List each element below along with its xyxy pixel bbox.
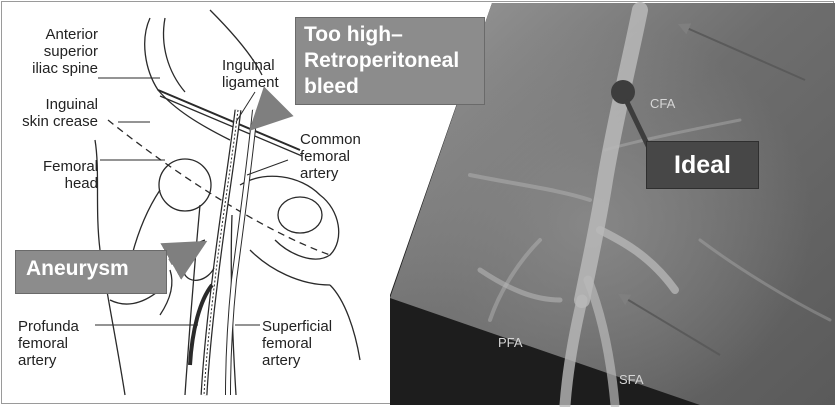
label-common-femoral-artery: Common femoral artery xyxy=(300,131,380,182)
label-femoral-head: Femoral head xyxy=(20,158,98,192)
label-inguinal-ligament: Inguinal ligament xyxy=(222,57,302,91)
xray-label-sfa: SFA xyxy=(619,372,644,387)
callout-ideal: Ideal xyxy=(646,141,759,189)
label-profunda-femoral-artery: Profunda femoral artery xyxy=(18,318,98,369)
callout-aneurysm: Aneurysm xyxy=(15,250,167,294)
callout-too-high: Too high– Retroperitoneal bleed xyxy=(295,17,485,105)
label-superficial-femoral-artery: Superficial femoral artery xyxy=(262,318,362,369)
xray-label-cfa: CFA xyxy=(650,96,675,111)
label-asis: Anterior superior iliac spine xyxy=(18,26,98,77)
label-inguinal-crease: Inguinal skin crease xyxy=(20,96,98,130)
xray-label-pfa: PFA xyxy=(498,335,523,350)
